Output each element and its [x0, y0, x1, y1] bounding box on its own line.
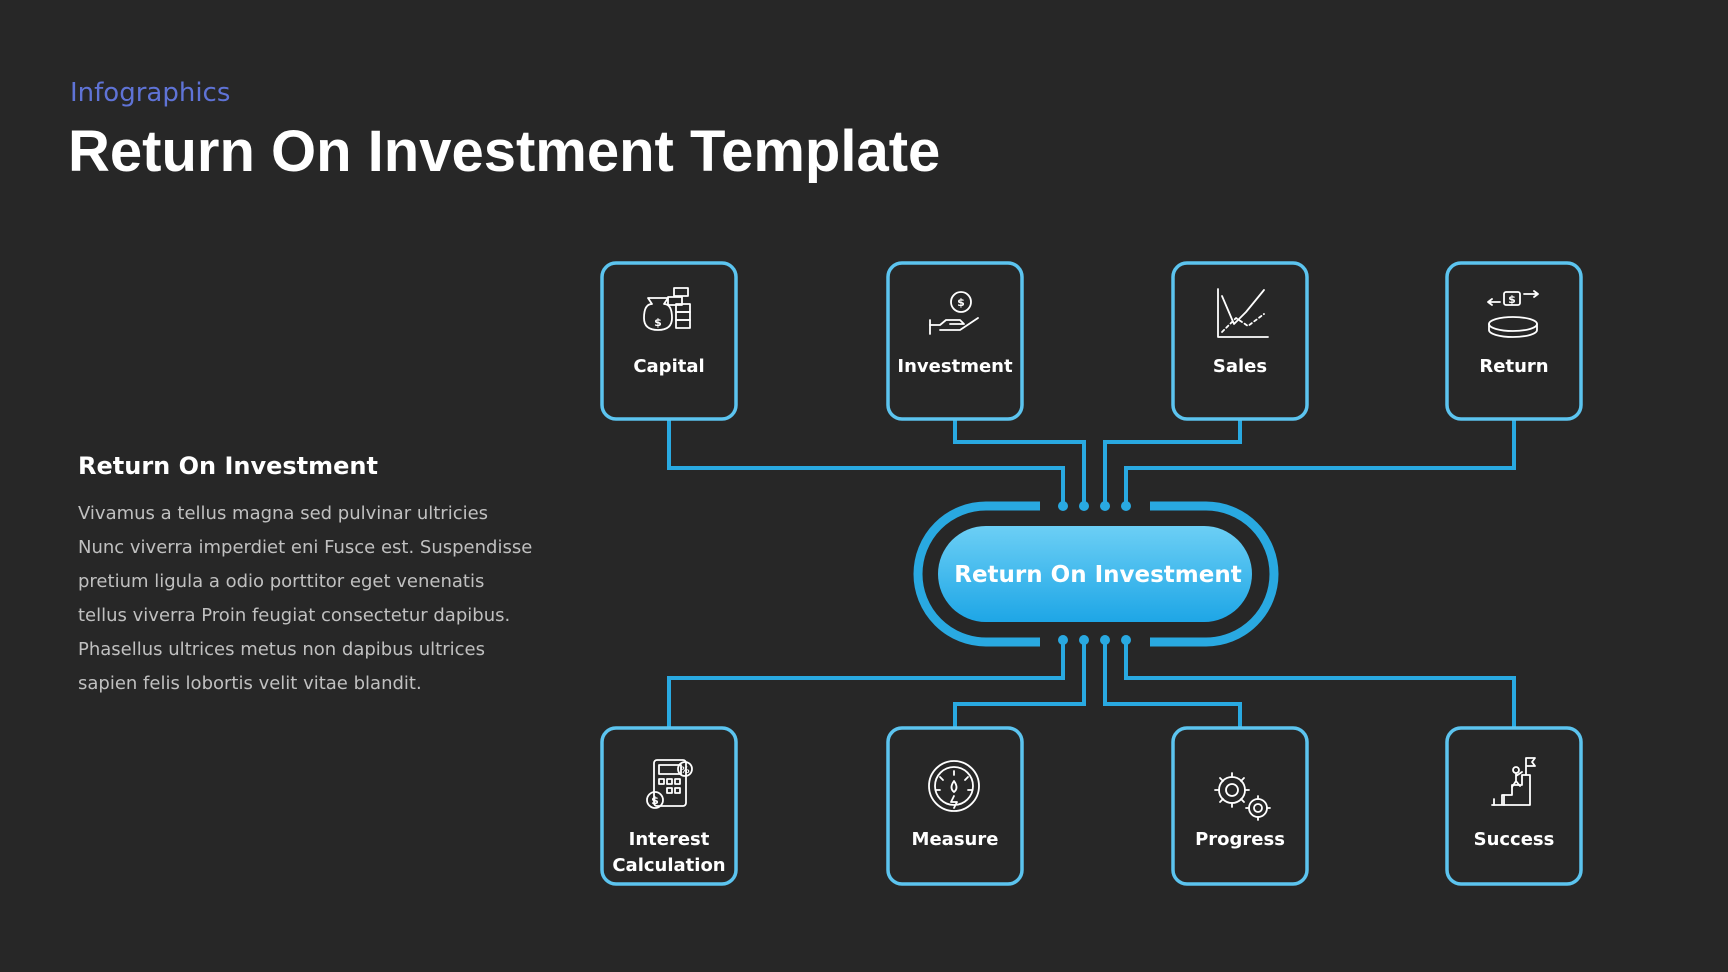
page-title: Return On Investment Template: [68, 119, 941, 184]
gears-icon: [1214, 772, 1271, 821]
calculator-percent-icon: % $: [646, 759, 693, 809]
connector-capital: [667, 408, 1065, 506]
hub-outer-ring: [913, 501, 1279, 647]
node-capital: $ Capital: [600, 261, 738, 421]
node-interest-calculation: % $ Interest Calculation: [600, 726, 738, 886]
line-chart-icon: [1217, 288, 1269, 338]
node-label-interest-line2: Calculation: [612, 855, 725, 876]
eyebrow-label: Infographics: [70, 78, 231, 108]
svg-text:$: $: [654, 316, 662, 329]
connector-progress: [1103, 640, 1242, 738]
node-label-progress: Progress: [1195, 829, 1285, 850]
node-label-success: Success: [1474, 829, 1555, 850]
connector-success: [1124, 640, 1516, 738]
side-body-text: Vivamus a tellus magna sed pulvinar ultr…: [78, 503, 533, 694]
stairs-flag-icon: [1491, 757, 1536, 806]
node-label-interest-line1: Interest: [629, 829, 710, 850]
svg-text:$: $: [651, 794, 659, 807]
svg-text:$: $: [957, 296, 965, 309]
hand-dollar-icon: $: [929, 291, 979, 335]
node-sales: Sales: [1171, 261, 1309, 421]
node-label-sales: Sales: [1213, 356, 1267, 377]
svg-text:$: $: [1508, 293, 1516, 306]
connector-measure: [953, 640, 1086, 738]
node-success: Success: [1445, 726, 1583, 886]
node-return: $ Return: [1445, 261, 1583, 421]
connector-lines: [667, 408, 1516, 738]
connector-return: [1124, 408, 1516, 506]
side-heading: Return On Investment: [78, 452, 378, 480]
node-label-capital: Capital: [633, 356, 704, 377]
node-label-investment: Investment: [897, 356, 1013, 377]
node-label-measure: Measure: [912, 829, 999, 850]
node-measure: Measure: [886, 726, 1024, 886]
node-label-return: Return: [1479, 356, 1548, 377]
node-investment: $ Investment: [886, 261, 1024, 421]
hub-label: Return On Investment: [954, 562, 1241, 588]
connector-interest: [667, 640, 1065, 738]
svg-text:%: %: [680, 766, 689, 776]
connector-sales: [1103, 408, 1242, 506]
node-progress: Progress: [1171, 726, 1309, 886]
gauge-icon: [928, 760, 980, 812]
money-bag-coins-icon: $: [643, 287, 691, 331]
hub-pill: [938, 526, 1252, 622]
connector-investment: [953, 408, 1086, 506]
coin-return-icon: $: [1487, 290, 1539, 338]
